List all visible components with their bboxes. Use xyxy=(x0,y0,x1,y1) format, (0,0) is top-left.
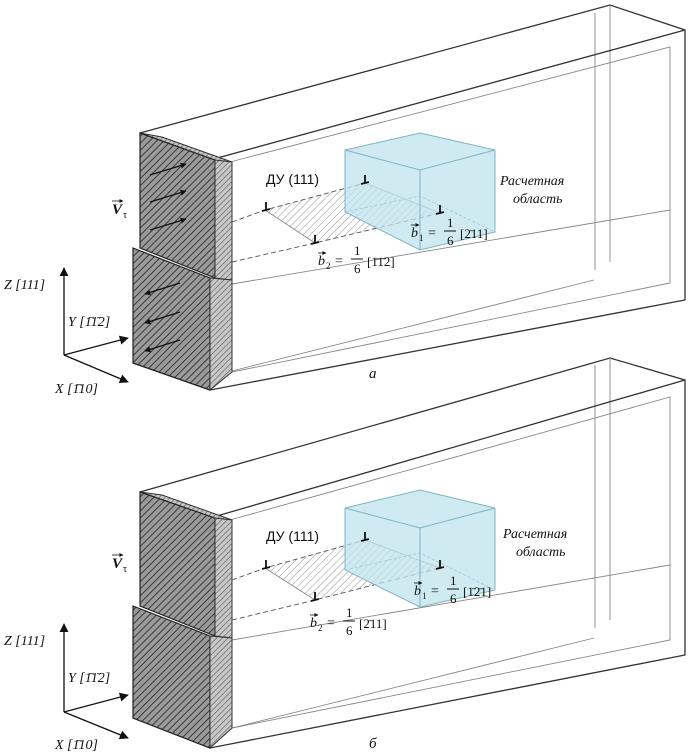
panel-b-velocity-label: V τ xyxy=(112,553,127,575)
panel-a-velocity-arrows xyxy=(144,162,187,353)
svg-text:=: = xyxy=(335,254,343,269)
svg-text:1: 1 xyxy=(422,591,427,601)
panel-a-region-label-1: Расчетная xyxy=(499,174,564,189)
panel-a-b1-label: b 1 = 1 6 [2̄11] xyxy=(411,215,488,248)
panel-a-b2-label: b 2 = 1 6 [1̄1̄2] xyxy=(318,243,395,276)
svg-text:6: 6 xyxy=(346,623,353,638)
svg-text:[2̄11]: [2̄11] xyxy=(359,616,387,631)
panel-a-dislocation-label: ДУ (111) xyxy=(266,171,319,187)
panel-b-axis-z: Z [111] xyxy=(4,634,45,649)
panel-a-axes xyxy=(59,267,129,384)
panel-b-region-label-2: область xyxy=(516,545,565,560)
svg-text:1: 1 xyxy=(447,215,454,230)
svg-text:[2̄11]: [2̄11] xyxy=(460,226,488,241)
panel-a-end-blocks xyxy=(132,132,233,392)
panel-b-dislocation-label: ДУ (111) xyxy=(266,528,319,544)
svg-text:b: b xyxy=(310,616,317,631)
svg-text:[1̄2̄1]: [1̄2̄1] xyxy=(463,584,491,599)
panel-a-velocity-label: V τ xyxy=(112,199,127,221)
panel-b-end-blocks xyxy=(132,491,233,750)
svg-text:τ: τ xyxy=(123,210,127,221)
panel-b-caption: б xyxy=(369,736,377,752)
panel-b: ДУ (111) Расчетная область b 1 = 1 6 [1̄… xyxy=(4,357,686,753)
svg-text:=: = xyxy=(327,616,335,631)
panel-b-b2-label: b 2 = 1 6 [2̄11] xyxy=(310,605,387,638)
svg-text:6: 6 xyxy=(354,261,361,276)
svg-text:V: V xyxy=(112,556,124,572)
svg-text:6: 6 xyxy=(450,591,457,606)
svg-text:τ: τ xyxy=(123,564,127,575)
panel-b-region-label-1: Расчетная xyxy=(502,527,567,542)
svg-text:1: 1 xyxy=(450,573,457,588)
svg-text:2: 2 xyxy=(318,623,323,633)
svg-text:1: 1 xyxy=(419,233,424,243)
panel-b-region xyxy=(344,489,496,608)
panel-a-dislocation-symbols xyxy=(261,175,445,245)
svg-text:1: 1 xyxy=(346,605,353,620)
panel-b-axis-x: X [1̄10] xyxy=(54,738,98,753)
panel-a-axis-z: Z [111] xyxy=(4,278,45,293)
svg-text:=: = xyxy=(431,584,439,599)
svg-text:2: 2 xyxy=(326,261,331,271)
svg-text:b: b xyxy=(318,254,325,269)
panel-b-dislocation-symbols xyxy=(261,532,445,602)
panel-a-axis-x: X [1̄10] xyxy=(54,382,98,397)
panel-b-axes xyxy=(59,623,129,740)
panel-b-axis-y: Y [1̄1̄2] xyxy=(68,671,110,686)
svg-text:V: V xyxy=(112,202,124,218)
panel-b-b1-label: b 1 = 1 6 [1̄2̄1] xyxy=(414,573,491,606)
svg-text:[1̄1̄2]: [1̄1̄2] xyxy=(367,254,395,269)
svg-text:=: = xyxy=(428,226,436,241)
panel-a-region-label-2: область xyxy=(513,192,562,207)
svg-text:b: b xyxy=(414,584,421,599)
panel-a-region xyxy=(344,132,496,251)
svg-text:6: 6 xyxy=(447,233,454,248)
svg-text:1: 1 xyxy=(354,243,361,258)
svg-text:b: b xyxy=(411,226,418,241)
panel-a: ДУ (111) Расчетная область b 1 = 1 6 [2̄… xyxy=(4,4,686,397)
panel-a-axis-y: Y [1̄1̄2] xyxy=(68,315,110,330)
panel-a-caption: а xyxy=(369,366,377,382)
